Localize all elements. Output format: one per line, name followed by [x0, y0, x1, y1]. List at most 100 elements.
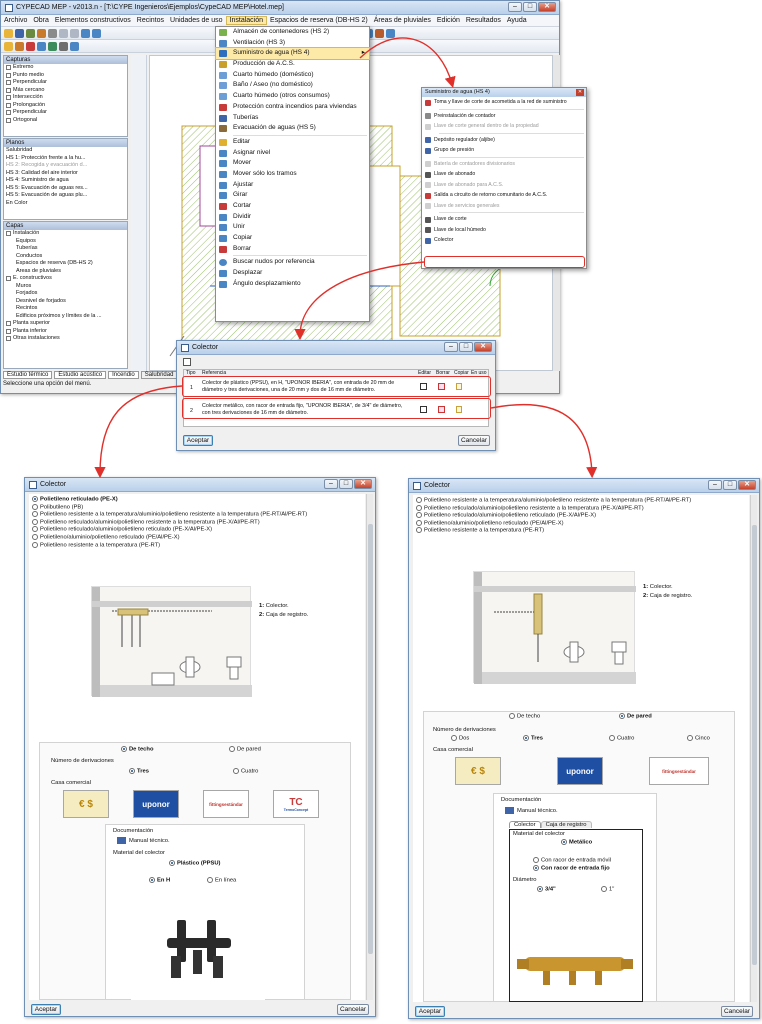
- plano-item[interactable]: HS 5: Evacuación de aguas plu...: [6, 192, 88, 198]
- snap-punto-medio[interactable]: Punto medio: [4, 72, 127, 80]
- capa-item[interactable]: Planta superior: [4, 320, 127, 328]
- capa-item[interactable]: Otras instalaciones: [4, 335, 127, 343]
- tab-caja-registro[interactable]: Caja de registro: [540, 821, 592, 828]
- tool-icon[interactable]: [59, 41, 68, 51]
- menu-elementos[interactable]: Elementos constructivos: [54, 17, 131, 24]
- brand-uponor-button[interactable]: uponor: [557, 757, 603, 785]
- tool-icon[interactable]: [48, 28, 57, 38]
- material-option[interactable]: Polietileno resistente a la temperatura …: [416, 527, 746, 535]
- menu-item[interactable]: Cortar: [216, 201, 369, 212]
- capa-item[interactable]: Edificios próximos y límites de la ...: [4, 313, 127, 321]
- submenu-item[interactable]: Toma y llave de corte de acometida a la …: [422, 97, 586, 108]
- tab-incendio[interactable]: Incendio: [108, 371, 139, 379]
- delete-icon[interactable]: [438, 406, 445, 413]
- radio[interactable]: [416, 512, 422, 519]
- tool-icon[interactable]: [37, 41, 46, 51]
- radio[interactable]: [509, 713, 515, 719]
- tab-estudio-termico[interactable]: Estudio térmico: [3, 371, 53, 379]
- capa-item[interactable]: Recintos: [4, 305, 127, 313]
- radio[interactable]: [32, 511, 38, 518]
- brand-fittings-button[interactable]: fittingsestándar: [203, 790, 249, 818]
- minimize-button[interactable]: –: [324, 479, 338, 489]
- material-option[interactable]: Polietileno resistente a la temperatura/…: [32, 511, 362, 519]
- radio[interactable]: [451, 735, 457, 741]
- material-ppsu[interactable]: Plástico (PPSU): [169, 860, 221, 868]
- manual-link[interactable]: Manual técnico.: [505, 807, 558, 815]
- close-button[interactable]: ✕: [354, 479, 372, 489]
- maximize-button[interactable]: □: [523, 2, 537, 12]
- table-row[interactable]: 2 Colector metálico, con racor de entrad…: [184, 402, 488, 422]
- menu-item[interactable]: Unir: [216, 222, 369, 233]
- minimize-button[interactable]: –: [708, 480, 722, 490]
- menu-item[interactable]: Copiar: [216, 233, 369, 244]
- menu-item[interactable]: Almacén de contenedores (HS 2): [216, 27, 369, 38]
- snap-ortogonal[interactable]: Ortogonal: [4, 117, 127, 125]
- delete-icon[interactable]: [438, 383, 445, 390]
- close-button[interactable]: ✕: [474, 342, 492, 352]
- material-option[interactable]: Polietileno/aluminio/polietileno reticul…: [416, 519, 746, 528]
- radio[interactable]: [523, 735, 529, 741]
- minimize-button[interactable]: –: [508, 2, 522, 12]
- mount-wall[interactable]: De pared: [619, 713, 652, 721]
- derivaciones-cuatro[interactable]: Cuatro: [233, 768, 258, 776]
- tool-icon[interactable]: [15, 41, 24, 51]
- material-option[interactable]: Polietileno resistente a la temperatura/…: [416, 497, 746, 505]
- brand-generic-button[interactable]: € $: [455, 757, 501, 785]
- derivaciones-cuatro[interactable]: Cuatro: [609, 735, 634, 743]
- forma-en-linea[interactable]: En línea: [207, 877, 236, 885]
- racor-fijo[interactable]: Con racor de entrada fijo: [533, 865, 610, 873]
- radio[interactable]: [169, 860, 175, 866]
- menu-ayuda[interactable]: Ayuda: [506, 17, 527, 24]
- mount-ceiling[interactable]: De techo: [509, 713, 540, 721]
- material-metalico[interactable]: Metálico: [561, 839, 592, 847]
- menu-item[interactable]: Baño / Aseo (no doméstico): [216, 80, 369, 91]
- menu-espacios[interactable]: Espacios de reserva (DB-HS 2): [270, 17, 368, 24]
- snap-interseccion[interactable]: Intersección: [4, 94, 127, 102]
- menu-item[interactable]: Buscar nudos por referencia: [216, 257, 369, 268]
- redo-icon[interactable]: [70, 28, 79, 38]
- menu-item[interactable]: Evacuación de aguas (HS 5): [216, 123, 369, 134]
- dialog-left-scrollbar[interactable]: [366, 494, 373, 1000]
- capa-item[interactable]: Espacios de reserva (DB-HS 2): [4, 260, 127, 268]
- radio[interactable]: [601, 886, 607, 892]
- plano-item[interactable]: HS 1: Protección frente a la hu...: [6, 154, 86, 161]
- material-option[interactable]: Polietileno reticulado/aluminio/polietil…: [416, 504, 746, 513]
- radio[interactable]: [561, 839, 567, 845]
- material-option[interactable]: Polietileno resistente a la temperatura …: [32, 541, 362, 550]
- maximize-button[interactable]: □: [339, 479, 353, 489]
- menu-areas[interactable]: Áreas de pluviales: [373, 17, 431, 24]
- edit-icon[interactable]: [420, 406, 427, 413]
- menu-item[interactable]: Girar: [216, 190, 369, 201]
- accept-button[interactable]: Aceptar: [31, 1004, 61, 1015]
- capa-item[interactable]: Muros: [4, 283, 127, 291]
- plano-item[interactable]: Salubridad: [6, 147, 33, 153]
- submenu-item[interactable]: Preinstalación de contador: [422, 111, 586, 122]
- accept-button[interactable]: Aceptar: [183, 435, 213, 446]
- material-option[interactable]: Polietileno reticulado/aluminio/polietil…: [32, 518, 362, 527]
- forma-en-h[interactable]: En H: [149, 877, 170, 885]
- plano-item[interactable]: HS 5: Evacuación de aguas res...: [6, 184, 88, 191]
- racor-movil[interactable]: Con racor de entrada móvil: [533, 857, 611, 865]
- close-button[interactable]: ✕: [738, 480, 756, 490]
- cancel-button[interactable]: Cancelar: [458, 435, 490, 446]
- menu-item[interactable]: Tuberías: [216, 113, 369, 124]
- menu-resultados[interactable]: Resultados: [465, 17, 501, 24]
- radio[interactable]: [416, 519, 422, 526]
- radio[interactable]: [619, 713, 625, 719]
- submenu-item-colector[interactable]: Colector: [422, 235, 586, 246]
- capa-item[interactable]: E. constructivos: [4, 275, 127, 283]
- menu-item[interactable]: Asignar nivel: [216, 148, 369, 159]
- capa-item[interactable]: Instalación: [4, 230, 127, 238]
- new-item-icon[interactable]: [183, 358, 191, 366]
- open-icon[interactable]: [4, 28, 13, 38]
- menu-item[interactable]: Dividir: [216, 212, 369, 223]
- plano-item[interactable]: HS 3: Calidad del aire interior: [6, 169, 78, 176]
- tab-colector[interactable]: Colector: [509, 821, 541, 828]
- radio[interactable]: [32, 541, 38, 548]
- menu-item[interactable]: Protección contra incendios para viviend…: [216, 102, 369, 113]
- material-option[interactable]: Polibutileno (PB): [32, 503, 362, 512]
- snap-mas-cercano[interactable]: Más cercano: [4, 87, 127, 95]
- derivaciones-dos[interactable]: Dos: [451, 735, 469, 743]
- mount-wall[interactable]: De pared: [229, 746, 261, 754]
